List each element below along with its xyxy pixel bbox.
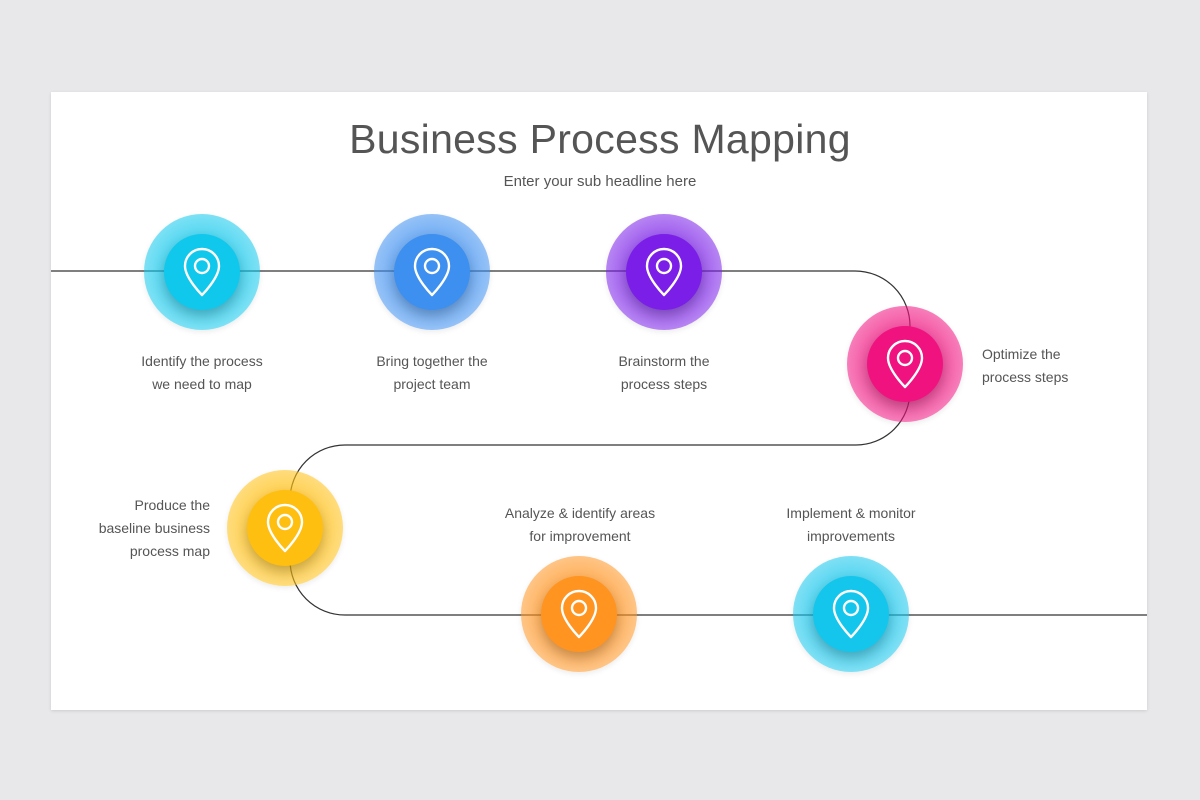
step-3-marker bbox=[606, 214, 722, 330]
page-title: Business Process Mapping bbox=[349, 116, 851, 162]
process-path-line bbox=[51, 270, 1147, 616]
page-subtitle: Enter your sub headline here bbox=[503, 173, 697, 190]
step-7-label: Implement & monitor improvements bbox=[786, 505, 916, 544]
map-pin-icon bbox=[560, 589, 598, 639]
map-pin-icon bbox=[413, 247, 451, 297]
step-5-marker bbox=[227, 470, 343, 586]
step-2-marker bbox=[374, 214, 490, 330]
step-1-label: Identify the process we need to map bbox=[141, 353, 263, 392]
step-4-label: Optimize the process steps bbox=[982, 346, 1069, 385]
step-7-marker bbox=[793, 556, 909, 672]
step-4-marker bbox=[847, 306, 963, 422]
map-pin-icon bbox=[645, 247, 683, 297]
step-2-label: Bring together the project team bbox=[376, 353, 488, 392]
map-pin-icon bbox=[266, 503, 304, 553]
step-6-label: Analyze & identify areas for improvement bbox=[504, 505, 656, 544]
map-pin-icon bbox=[886, 339, 924, 389]
map-pin-icon bbox=[832, 589, 870, 639]
step-3-label: Brainstorm the process steps bbox=[618, 353, 710, 392]
step-6-marker bbox=[521, 556, 637, 672]
step-1-marker bbox=[144, 214, 260, 330]
map-pin-icon bbox=[183, 247, 221, 297]
step-5-label: Produce the baseline business process ma… bbox=[98, 497, 210, 559]
